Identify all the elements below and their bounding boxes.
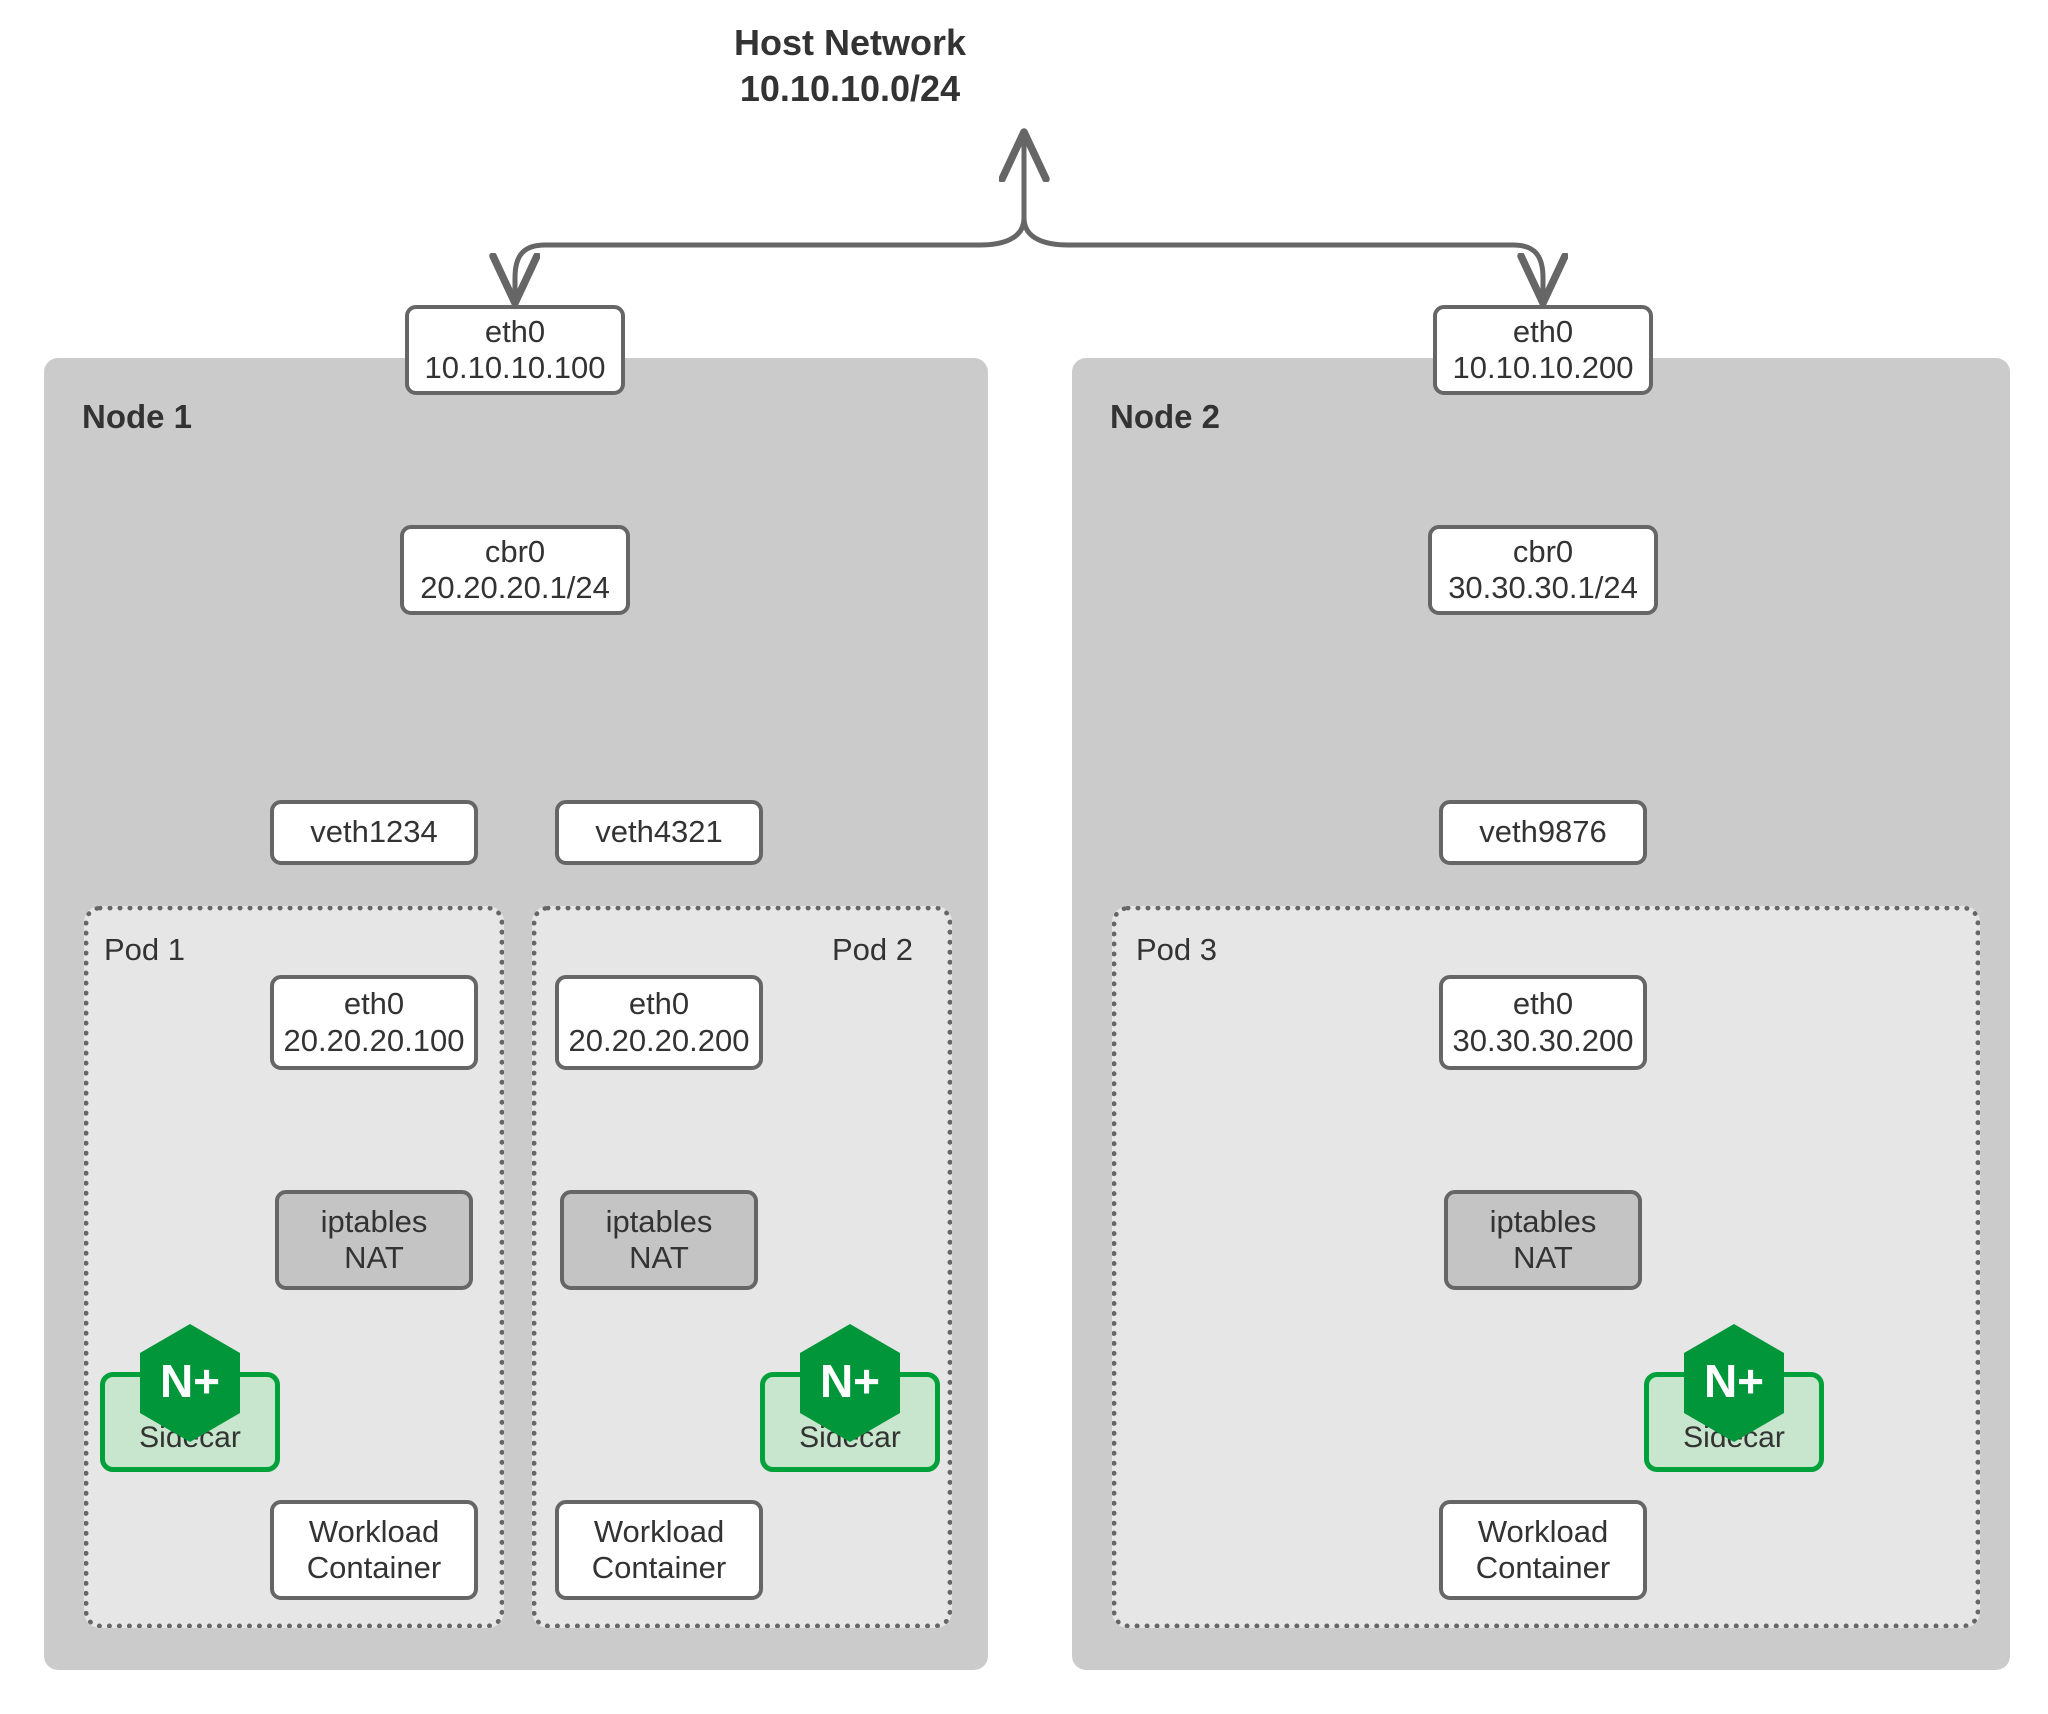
node2-eth0-address: 10.10.10.200 bbox=[1452, 350, 1634, 385]
pod-label-pod-3: Pod 3 bbox=[1136, 932, 1218, 967]
svg-text:N+: N+ bbox=[160, 1355, 220, 1407]
nginx-plus-hexagon-icon-pod3: N+ bbox=[1684, 1324, 1784, 1442]
interface-box-pod1-eth0[interactable]: eth0 20.20.20.100 bbox=[270, 975, 478, 1070]
arrow-hostnet-to-node2-eth0 bbox=[1021, 215, 1543, 300]
pod3-eth0-name: eth0 bbox=[1512, 986, 1574, 1022]
pod1-iptables-line1: iptables bbox=[320, 1203, 428, 1239]
nginx-plus-hexagon-icon-pod1: N+ bbox=[140, 1324, 240, 1442]
iptables-nat-box-pod1[interactable]: iptables NAT bbox=[275, 1190, 473, 1290]
node1-eth0-address: 10.10.10.100 bbox=[424, 350, 606, 385]
veth4321-label: veth4321 bbox=[595, 814, 723, 850]
pod1-eth0-address: 20.20.20.100 bbox=[283, 1022, 465, 1058]
pod2-eth0-name: eth0 bbox=[628, 986, 690, 1022]
iptables-nat-box-pod2[interactable]: iptables NAT bbox=[560, 1190, 758, 1290]
interface-box-pod3-eth0[interactable]: eth0 30.30.30.200 bbox=[1439, 975, 1647, 1070]
node1-eth0-name: eth0 bbox=[484, 313, 546, 349]
interface-box-node1-cbr0[interactable]: cbr0 20.20.20.1/24 bbox=[400, 525, 630, 615]
pod3-iptables-line1: iptables bbox=[1489, 1203, 1597, 1239]
node-label-node-1: Node 1 bbox=[82, 398, 193, 435]
interface-box-veth4321[interactable]: veth4321 bbox=[555, 800, 763, 865]
node1-cbr0-name: cbr0 bbox=[484, 533, 546, 569]
pod-label-pod-2: Pod 2 bbox=[832, 932, 914, 967]
host-network-title-line2: 10.10.10.0/24 bbox=[739, 68, 961, 110]
pod1-iptables-line2: NAT bbox=[344, 1240, 404, 1275]
pod-label-pod-1: Pod 1 bbox=[104, 932, 186, 967]
pod2-eth0-address: 20.20.20.200 bbox=[568, 1022, 750, 1058]
pod1-eth0-name: eth0 bbox=[343, 986, 405, 1022]
veth1234-label: veth1234 bbox=[310, 814, 438, 850]
iptables-nat-box-pod3[interactable]: iptables NAT bbox=[1444, 1190, 1642, 1290]
workload-container-box-pod2[interactable]: Workload Container bbox=[555, 1500, 763, 1600]
pod3-eth0-address: 30.30.30.200 bbox=[1452, 1022, 1634, 1058]
interface-box-veth9876[interactable]: veth9876 bbox=[1439, 800, 1647, 865]
arrow-hostnet-to-node1-eth0 bbox=[515, 215, 1027, 300]
host-network-title: Host Network 10.10.10.0/24 bbox=[640, 20, 1060, 112]
interface-box-node2-cbr0[interactable]: cbr0 30.30.30.1/24 bbox=[1428, 525, 1658, 615]
node2-cbr0-address: 30.30.30.1/24 bbox=[1448, 570, 1638, 605]
pod3-iptables-line2: NAT bbox=[1513, 1240, 1573, 1275]
node1-cbr0-address: 20.20.20.1/24 bbox=[420, 570, 610, 605]
node2-cbr0-name: cbr0 bbox=[1512, 533, 1574, 569]
pod3-workload-line2: Container bbox=[1475, 1550, 1611, 1585]
node-label-node-2: Node 2 bbox=[1110, 398, 1221, 435]
pod1-workload-line2: Container bbox=[306, 1550, 442, 1585]
nginx-plus-hexagon-icon-pod2: N+ bbox=[800, 1324, 900, 1442]
interface-box-veth1234[interactable]: veth1234 bbox=[270, 800, 478, 865]
pod2-iptables-line2: NAT bbox=[629, 1240, 689, 1275]
host-network-title-line1: Host Network bbox=[733, 22, 967, 63]
pod2-workload-line2: Container bbox=[591, 1550, 727, 1585]
workload-container-box-pod1[interactable]: Workload Container bbox=[270, 1500, 478, 1600]
interface-box-pod2-eth0[interactable]: eth0 20.20.20.200 bbox=[555, 975, 763, 1070]
pod1-workload-line1: Workload bbox=[308, 1513, 440, 1549]
interface-box-node2-eth0[interactable]: eth0 10.10.10.200 bbox=[1433, 305, 1653, 395]
pod3-workload-line1: Workload bbox=[1477, 1513, 1609, 1549]
interface-box-node1-eth0[interactable]: eth0 10.10.10.100 bbox=[405, 305, 625, 395]
pod2-workload-line1: Workload bbox=[593, 1513, 725, 1549]
node2-eth0-name: eth0 bbox=[1512, 313, 1574, 349]
svg-text:N+: N+ bbox=[820, 1355, 880, 1407]
svg-text:N+: N+ bbox=[1704, 1355, 1764, 1407]
veth9876-label: veth9876 bbox=[1479, 814, 1607, 850]
pod2-iptables-line1: iptables bbox=[605, 1203, 713, 1239]
workload-container-box-pod3[interactable]: Workload Container bbox=[1439, 1500, 1647, 1600]
